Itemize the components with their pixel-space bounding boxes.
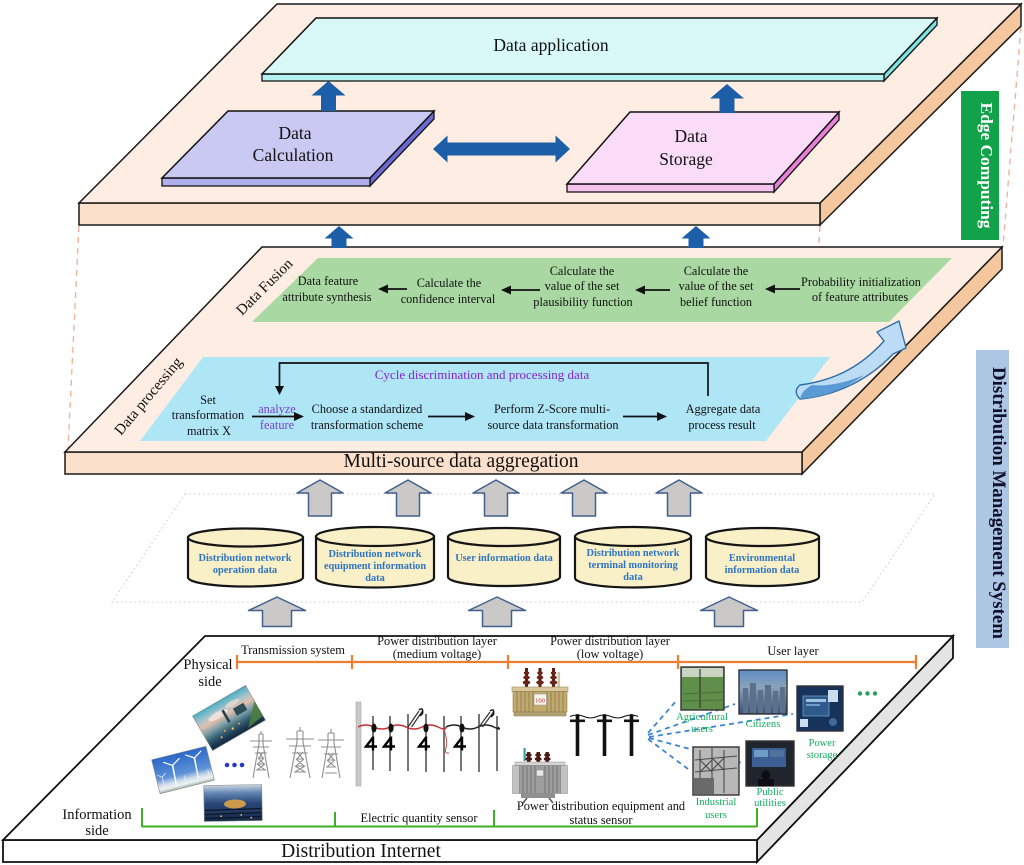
svg-text:storage: storage xyxy=(807,750,838,761)
svg-text:analyze: analyze xyxy=(258,402,296,416)
svg-text:feature: feature xyxy=(260,418,295,432)
svg-text:data: data xyxy=(623,572,642,583)
svg-text:utilities: utilities xyxy=(754,798,786,809)
svg-text:belief function: belief function xyxy=(680,295,752,309)
svg-text:Agricultural: Agricultural xyxy=(676,712,728,723)
svg-text:Data feature: Data feature xyxy=(298,274,359,288)
svg-text:Calculate the: Calculate the xyxy=(550,264,615,278)
svg-text:Information: Information xyxy=(62,807,132,823)
svg-text:Power distribution layer: Power distribution layer xyxy=(377,634,498,648)
svg-text:side: side xyxy=(85,823,108,839)
svg-text:Environmental: Environmental xyxy=(729,553,795,564)
svg-text:of feature attributes: of feature attributes xyxy=(812,290,908,304)
svg-text:process result: process result xyxy=(688,418,756,432)
svg-text:Distribution network: Distribution network xyxy=(199,553,292,564)
svg-text:(low voltage): (low voltage) xyxy=(577,647,643,661)
svg-text:Cycle discrimination and proce: Cycle discrimination and processing data xyxy=(375,367,590,382)
svg-text:User information data: User information data xyxy=(455,553,553,564)
svg-text:terminal monitoring: terminal monitoring xyxy=(588,560,678,571)
svg-text:status sensor: status sensor xyxy=(570,813,634,827)
svg-text:User layer: User layer xyxy=(767,644,819,658)
svg-text:Calculation: Calculation xyxy=(253,145,334,165)
svg-text:Storage: Storage xyxy=(659,149,713,169)
svg-text:Distribution network: Distribution network xyxy=(587,548,680,559)
svg-text:transformation scheme: transformation scheme xyxy=(311,418,424,432)
svg-text:Citizens: Citizens xyxy=(746,719,781,730)
svg-text:Probability initialization: Probability initialization xyxy=(801,275,921,289)
svg-text:source data transformation: source data transformation xyxy=(487,418,618,432)
svg-text:Distribution Internet: Distribution Internet xyxy=(281,841,441,862)
svg-text:Electric quantity sensor: Electric quantity sensor xyxy=(361,811,479,825)
svg-text:side: side xyxy=(198,674,221,690)
svg-text:100: 100 xyxy=(535,698,545,705)
svg-text:users: users xyxy=(705,810,727,821)
svg-text:Set: Set xyxy=(200,393,216,407)
svg-text:attribute synthesis: attribute synthesis xyxy=(282,290,371,304)
svg-text:information data: information data xyxy=(725,565,800,576)
svg-text:matrix X: matrix X xyxy=(187,424,231,438)
svg-text:Distribution Management System: Distribution Management System xyxy=(988,367,1009,639)
svg-text:Power distribution layer: Power distribution layer xyxy=(550,634,671,648)
svg-text:Industrial: Industrial xyxy=(696,797,737,808)
svg-text:Data: Data xyxy=(674,126,707,146)
svg-text:Edge Computing: Edge Computing xyxy=(977,103,996,230)
svg-text:Choose a standardized: Choose a standardized xyxy=(312,402,423,416)
svg-text:Power: Power xyxy=(808,738,836,749)
svg-text:Public: Public xyxy=(756,787,783,798)
svg-text:transformation: transformation xyxy=(172,408,244,422)
svg-text:Transmission system: Transmission system xyxy=(241,643,345,657)
svg-text:users: users xyxy=(691,724,713,735)
svg-text:Perform Z-Score multi-: Perform Z-Score multi- xyxy=(494,402,610,416)
svg-text:Data: Data xyxy=(278,123,311,143)
svg-text:plausibility function: plausibility function xyxy=(533,295,632,309)
svg-text:(medium voltage): (medium voltage) xyxy=(393,647,481,661)
svg-text:value of the set: value of the set xyxy=(679,279,754,293)
svg-text:Calculate the: Calculate the xyxy=(417,276,482,290)
svg-text:data: data xyxy=(365,573,384,584)
svg-text:confidence interval: confidence interval xyxy=(401,292,496,306)
svg-text:Aggregate data: Aggregate data xyxy=(686,402,761,416)
svg-text:equipment information: equipment information xyxy=(324,561,426,572)
svg-text:Power distribution equipment a: Power distribution equipment and xyxy=(517,799,686,813)
svg-text:Physical: Physical xyxy=(183,657,232,673)
svg-text:operation data: operation data xyxy=(213,565,277,576)
svg-text:Distribution network: Distribution network xyxy=(329,549,422,560)
svg-text:Data application: Data application xyxy=(493,35,608,55)
svg-text:value of the set: value of the set xyxy=(545,279,620,293)
svg-text:Multi-source data aggregation: Multi-source data aggregation xyxy=(344,451,579,472)
svg-text:Calculate the: Calculate the xyxy=(684,264,749,278)
